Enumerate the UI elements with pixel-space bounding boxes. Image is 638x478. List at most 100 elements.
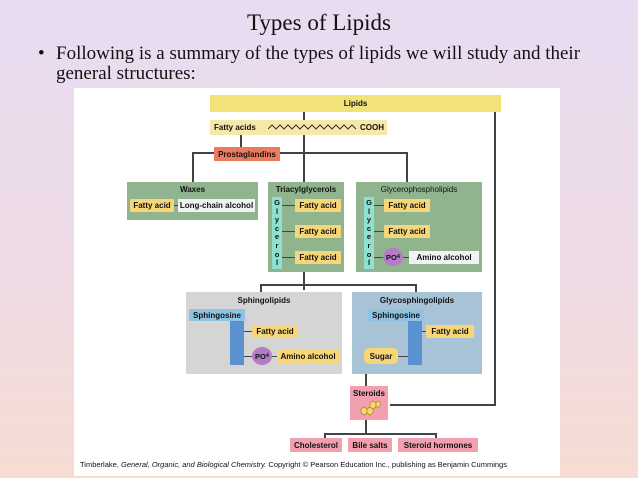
- sphingolipids-title: Sphingolipids: [237, 295, 291, 305]
- connector-waxes: [192, 152, 194, 182]
- triacyl-fatty-acid-2: Fatty acid: [295, 225, 341, 238]
- connector-steroid-top: [365, 374, 367, 386]
- sphingolipids-fatty-acid: Fatty acid: [252, 325, 298, 338]
- cholesterol-box: Cholesterol: [290, 438, 342, 452]
- waxes-bond: [174, 205, 178, 207]
- glycero-fatty-acid-1: Fatty acid: [384, 199, 430, 212]
- connector-cholesterol: [324, 433, 326, 438]
- connector-glycero: [406, 152, 408, 182]
- glycero-glycerol-backbone: G l y c e r o l: [364, 197, 374, 269]
- glycosphingolipids-title: Glycosphingolipids: [379, 295, 455, 305]
- triacyl-glycerol-backbone: G l y c e r o l: [272, 197, 282, 269]
- po4-subscript: 4: [265, 353, 269, 359]
- connector-steroid-branch: [324, 433, 436, 435]
- fatty-acids-bar: Fatty acids COOH: [210, 120, 387, 135]
- glycerol-letter: y: [274, 215, 280, 225]
- glyco-bond-2: [398, 356, 408, 358]
- sphingo-bond-2: [244, 356, 252, 358]
- glycerol-letter: o: [274, 249, 280, 259]
- glycosphingolipids-panel: Glycosphingolipids Sphingosine Fatty aci…: [352, 292, 482, 374]
- sphingolipids-sphingosine: Sphingosine: [189, 309, 245, 321]
- connector-root-right: [494, 112, 496, 404]
- triacyl-fatty-acid-3: Fatty acid: [295, 251, 341, 264]
- connector-root-right-bottom: [390, 404, 496, 406]
- glycero-bond-1: [374, 205, 384, 207]
- glycerol-letter: r: [275, 240, 279, 250]
- triacylglycerols-panel: Triacylglycerols G l y c e r o l Fatty a…: [268, 182, 344, 272]
- glycerol-letter: y: [366, 215, 372, 225]
- glyco-bond-1: [422, 331, 426, 333]
- bullet-content: Following is a summary of the types of l…: [56, 43, 581, 84]
- hydrocarbon-chain-icon: [268, 124, 357, 130]
- glycerol-letter: l: [275, 206, 279, 216]
- credit-author: Timberlake,: [80, 460, 121, 469]
- lipid-diagram: Lipids Fatty acids COOH Prostaglandins W…: [74, 88, 560, 476]
- glycerophospholipids-panel: Glycerophospholipids G l y c e r o l Fat…: [356, 182, 482, 272]
- glycerol-letter: G: [366, 198, 372, 207]
- triacyl-bond-2: [282, 231, 295, 233]
- bullet-text: • Following is a summary of the types of…: [38, 43, 596, 84]
- waxes-alcohol: Long-chain alcohol: [178, 199, 255, 212]
- cooh-label: COOH: [360, 123, 384, 132]
- connector-triacyl: [303, 152, 305, 182]
- connector-steroid-hormones: [435, 433, 437, 438]
- triacyl-bond-3: [282, 257, 295, 259]
- fatty-acids-label: Fatty acids: [214, 123, 256, 132]
- glycerol-letter: e: [274, 232, 280, 242]
- connector-steroid-down: [365, 420, 367, 434]
- connector-sphingo: [260, 284, 262, 292]
- credit-book-title: General, Organic, and Biological Chemist…: [120, 460, 267, 469]
- connector-mid-branch: [260, 284, 416, 286]
- glycerol-letter: G: [274, 198, 280, 207]
- steroids-box: Steroids: [350, 386, 388, 420]
- steroid-rings-icon: [360, 400, 382, 416]
- po4-text: PO: [255, 351, 266, 361]
- slide-title: Types of Lipids: [246, 10, 392, 35]
- lipids-root: Lipids: [210, 95, 501, 112]
- sphingosine-bar: [230, 321, 244, 365]
- glycosphingolipids-sugar: Sugar: [364, 348, 398, 364]
- prostaglandins-box: Prostaglandins: [214, 147, 280, 161]
- sphingo-bond-3: [272, 356, 277, 358]
- credit-line: Timberlake, General, Organic, and Biolog…: [80, 460, 507, 469]
- waxes-fatty-acid: Fatty acid: [130, 199, 174, 212]
- glycerol-letter: r: [367, 240, 371, 250]
- steroids-title: Steroids: [352, 388, 385, 398]
- glycerol-letter: e: [366, 232, 372, 242]
- glycero-bond-4: [403, 257, 409, 259]
- glyco-sphingosine-bar: [408, 321, 422, 365]
- glycosphingolipids-sphingosine: Sphingosine: [368, 309, 424, 321]
- triacyl-fatty-acid-1: Fatty acid: [295, 199, 341, 212]
- triacyl-bond-1: [282, 205, 295, 207]
- sphingolipids-amino-alcohol: Amino alcohol: [277, 350, 339, 363]
- glycero-bond-2: [374, 231, 384, 233]
- glycosphingolipids-fatty-acid: Fatty acid: [426, 325, 474, 338]
- glycerol-letter: l: [367, 206, 371, 216]
- steroid-hormones-box: Steroid hormones: [398, 438, 478, 452]
- glycero-amino-alcohol: Amino alcohol: [409, 251, 479, 264]
- glycerol-letter: l: [367, 258, 371, 268]
- connector-mid: [303, 272, 305, 290]
- sphingo-bond-1: [244, 331, 252, 333]
- bullet-marker: •: [38, 43, 45, 64]
- glycero-bond-3: [374, 257, 384, 259]
- connector-glycosphingo: [415, 284, 417, 292]
- connector-prosta: [240, 124, 242, 147]
- glycero-fatty-acid-2: Fatty acid: [384, 225, 430, 238]
- waxes-title: Waxes: [179, 184, 206, 194]
- glycerophospholipids-title: Glycerophospholipids: [380, 184, 458, 194]
- triacylglycerols-title: Triacylglycerols: [275, 184, 337, 194]
- glycerol-letter: c: [274, 223, 280, 233]
- connector-top-branch: [192, 152, 407, 154]
- glycerol-letter: c: [366, 223, 372, 233]
- po4-subscript: 4: [396, 254, 400, 260]
- bile-salts-box: Bile salts: [348, 438, 392, 452]
- glycerol-letter: o: [366, 249, 372, 259]
- credit-copyright: Copyright © Pearson Education Inc., publ…: [266, 460, 507, 469]
- waxes-panel: Waxes Fatty acid Long-chain alcohol: [127, 182, 258, 220]
- po4-text: PO: [386, 252, 397, 262]
- glycerol-letter: l: [275, 258, 279, 268]
